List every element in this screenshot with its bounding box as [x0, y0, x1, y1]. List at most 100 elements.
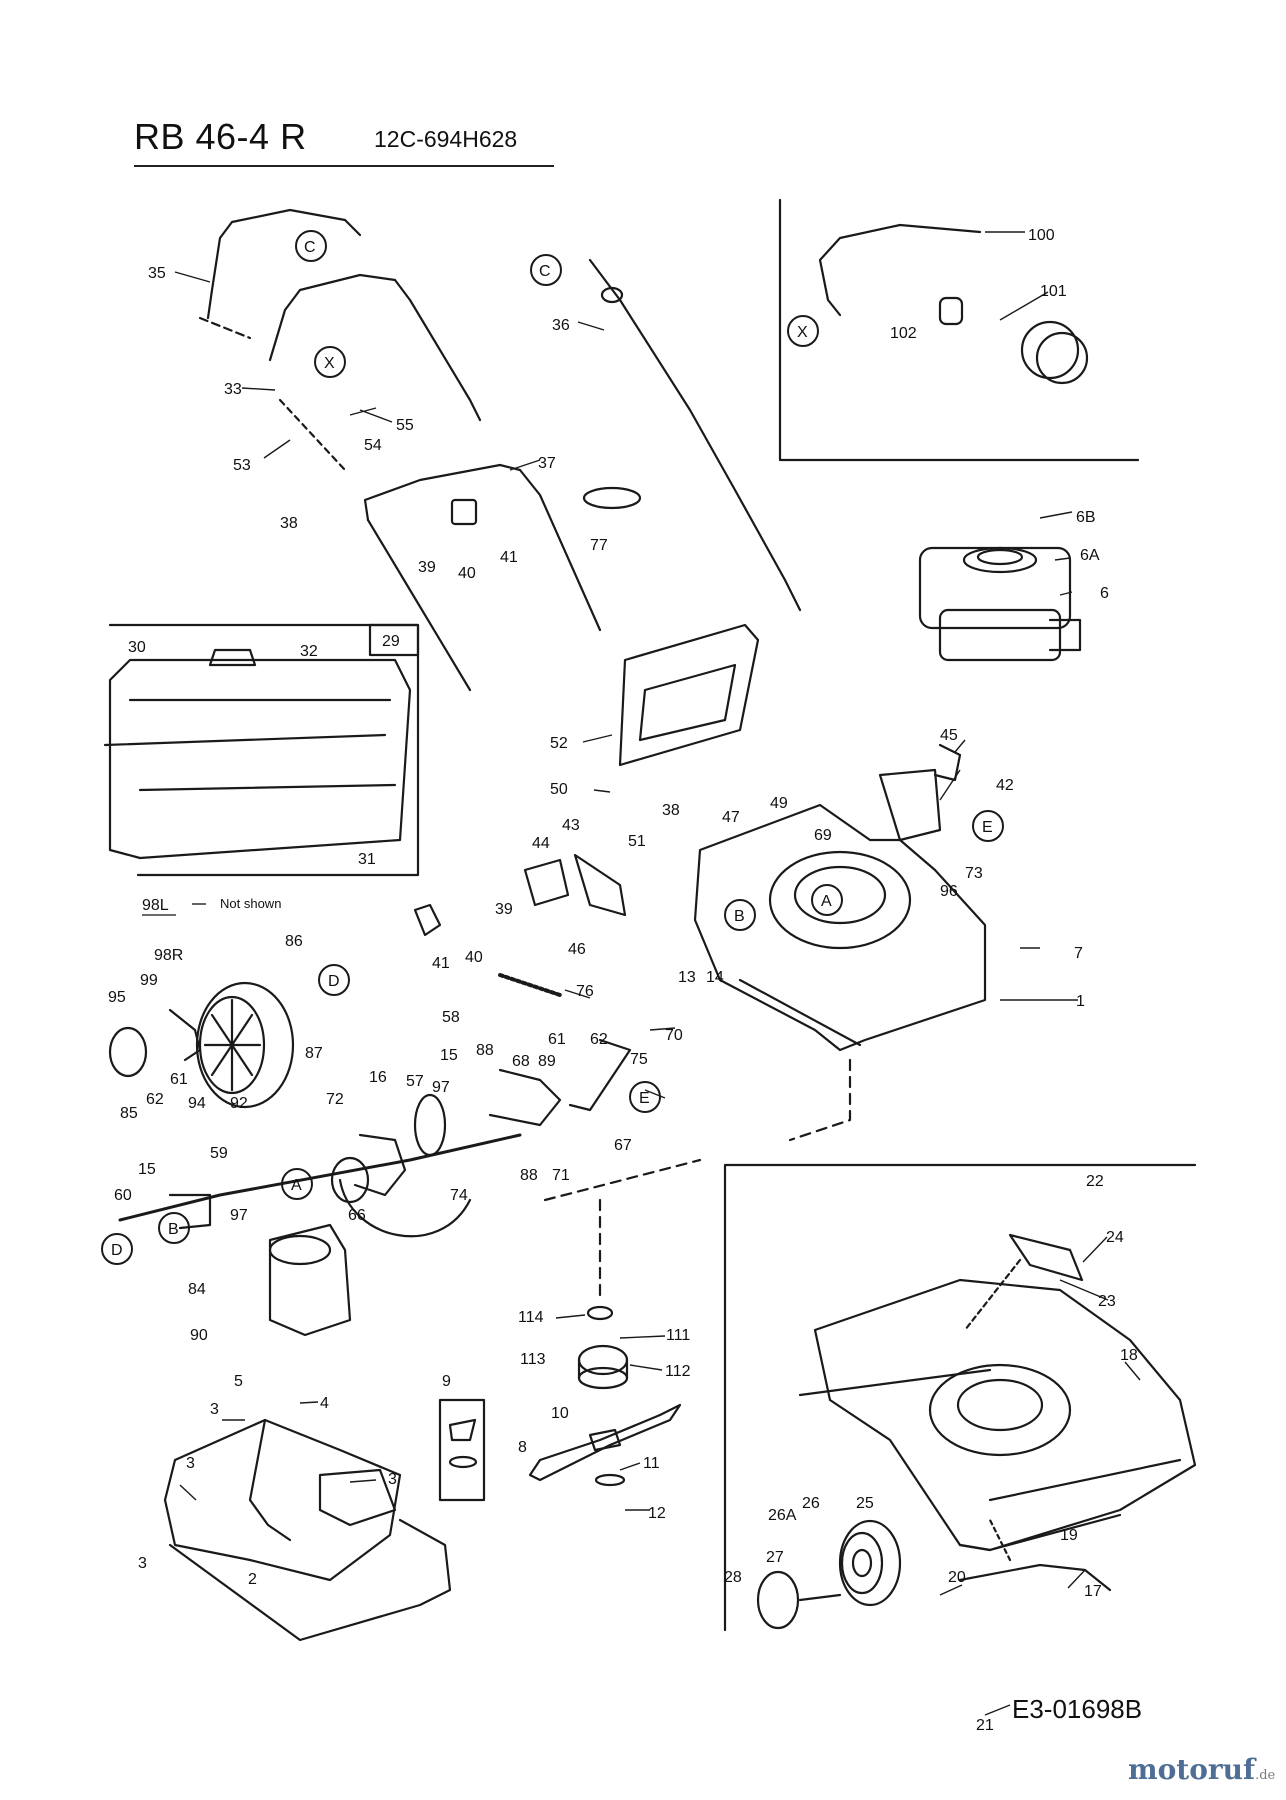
part-label: 41: [432, 955, 450, 972]
diagram-title: RB 46-4 R: [134, 116, 307, 157]
inset-frame-cable: [778, 198, 1140, 462]
callout-d-axle: [101, 1233, 133, 1265]
part-label: 28: [724, 1569, 742, 1586]
part-label: 61: [170, 1071, 188, 1088]
part-label: 6B: [1076, 509, 1096, 526]
part-label: 95: [108, 989, 126, 1006]
cable-100: [818, 223, 982, 317]
part-label: 46: [568, 941, 586, 958]
part-label: 3: [388, 1471, 397, 1488]
callout-letter: E: [982, 819, 993, 836]
part-label: 45: [940, 727, 958, 744]
part-label: 98R: [154, 947, 183, 964]
part-label: 30: [128, 639, 146, 656]
part-label: 50: [550, 781, 568, 798]
part-label: 33: [224, 381, 242, 398]
rear-wheel-26: [838, 1519, 902, 1607]
part-label: 1: [1076, 993, 1085, 1010]
deck-cover-left: [163, 1418, 452, 1642]
part-label: 113: [520, 1351, 546, 1368]
callout-x-cable: [787, 315, 819, 347]
part-label: 88: [476, 1042, 494, 1059]
part-label: 13: [678, 969, 696, 986]
part-label: 2: [248, 1571, 257, 1588]
part-label: 32: [300, 643, 318, 660]
part-label: 5: [234, 1373, 243, 1390]
inset-number: 29: [382, 633, 400, 650]
rear-flap-52: [618, 623, 760, 767]
grass-bag-inset-frame: [108, 623, 420, 877]
mower-deck-1: [693, 803, 987, 1052]
part-label: 102: [890, 325, 917, 342]
callout-letter: E: [639, 1090, 650, 1107]
part-drawings: [103, 198, 1197, 1642]
callout-letter: B: [734, 908, 745, 925]
note-text: Not shown: [220, 896, 281, 911]
part-label: 66: [348, 1207, 366, 1224]
part-label: 72: [326, 1091, 344, 1108]
part-label: 4: [320, 1395, 329, 1412]
part-label: 9: [442, 1373, 451, 1390]
part-label: 62: [146, 1091, 164, 1108]
callout-e-lever: [629, 1081, 661, 1113]
blade-8: [528, 1403, 682, 1482]
part-label: 40: [465, 949, 483, 966]
callout-b-axle: [158, 1212, 190, 1244]
part-label: 60: [114, 1187, 132, 1204]
part-label: 26A: [768, 1507, 797, 1524]
gear-57: [413, 1093, 447, 1157]
part-label: 99: [140, 972, 158, 989]
note-98l: 98L Not shown: [142, 896, 281, 916]
upper-handle-35: [206, 208, 362, 320]
part-label: 61: [548, 1031, 566, 1048]
axle-17: [958, 1563, 1112, 1592]
part-label: 10: [551, 1405, 569, 1422]
part-label: 88: [520, 1167, 538, 1184]
part-label: 57: [406, 1073, 424, 1090]
callout-letter: C: [304, 239, 316, 256]
lower-handle-33: [268, 273, 482, 422]
part-label: 42: [996, 777, 1014, 794]
part-label: 85: [120, 1105, 138, 1122]
part-label: 97: [432, 1079, 450, 1096]
callout-letter: X: [797, 324, 808, 341]
inset-frame-deck: [723, 1163, 1197, 1632]
part-label: 7: [1074, 945, 1083, 962]
model-number: 12C-694H628: [374, 126, 518, 152]
hub-cap-28: [756, 1570, 800, 1630]
brand-logo[interactable]: motoruf.de: [1128, 1753, 1275, 1786]
part-label: 97: [230, 1207, 248, 1224]
part-label: 17: [1084, 1583, 1102, 1600]
callout-letter: B: [168, 1221, 179, 1238]
lower-handle-37: [363, 463, 602, 632]
part-label: 3: [138, 1555, 147, 1572]
part-label: 24: [1106, 1229, 1124, 1246]
part-label: 53: [233, 457, 251, 474]
part-label: 20: [948, 1569, 966, 1586]
gearbox-84: [268, 1223, 352, 1337]
part-label: 18: [1120, 1347, 1138, 1364]
part-label: 12: [648, 1505, 666, 1522]
axle-59: [118, 1133, 522, 1222]
part-label: 69: [814, 827, 832, 844]
part-label: 84: [188, 1281, 206, 1298]
callout-letter: A: [291, 1177, 302, 1194]
part-label: 58: [442, 1009, 460, 1026]
part-label: 6A: [1080, 547, 1100, 564]
part-label: 49: [770, 795, 788, 812]
callout-c-top: [295, 230, 327, 262]
part-label: 74: [450, 1187, 468, 1204]
part-label: 38: [280, 515, 298, 532]
part-label: 37: [538, 455, 556, 472]
callout-x-handle: [314, 346, 346, 378]
callout-b-deck: [724, 899, 756, 931]
control-cable-36: [588, 258, 802, 612]
part-label: 86: [285, 933, 303, 950]
part-label: 47: [722, 809, 740, 826]
part-label: 112: [665, 1363, 691, 1380]
part-label: 19: [1060, 1527, 1078, 1544]
part-label: 111: [666, 1327, 690, 1344]
front-wheel-87: [195, 981, 295, 1109]
part-label: 35: [148, 265, 166, 282]
